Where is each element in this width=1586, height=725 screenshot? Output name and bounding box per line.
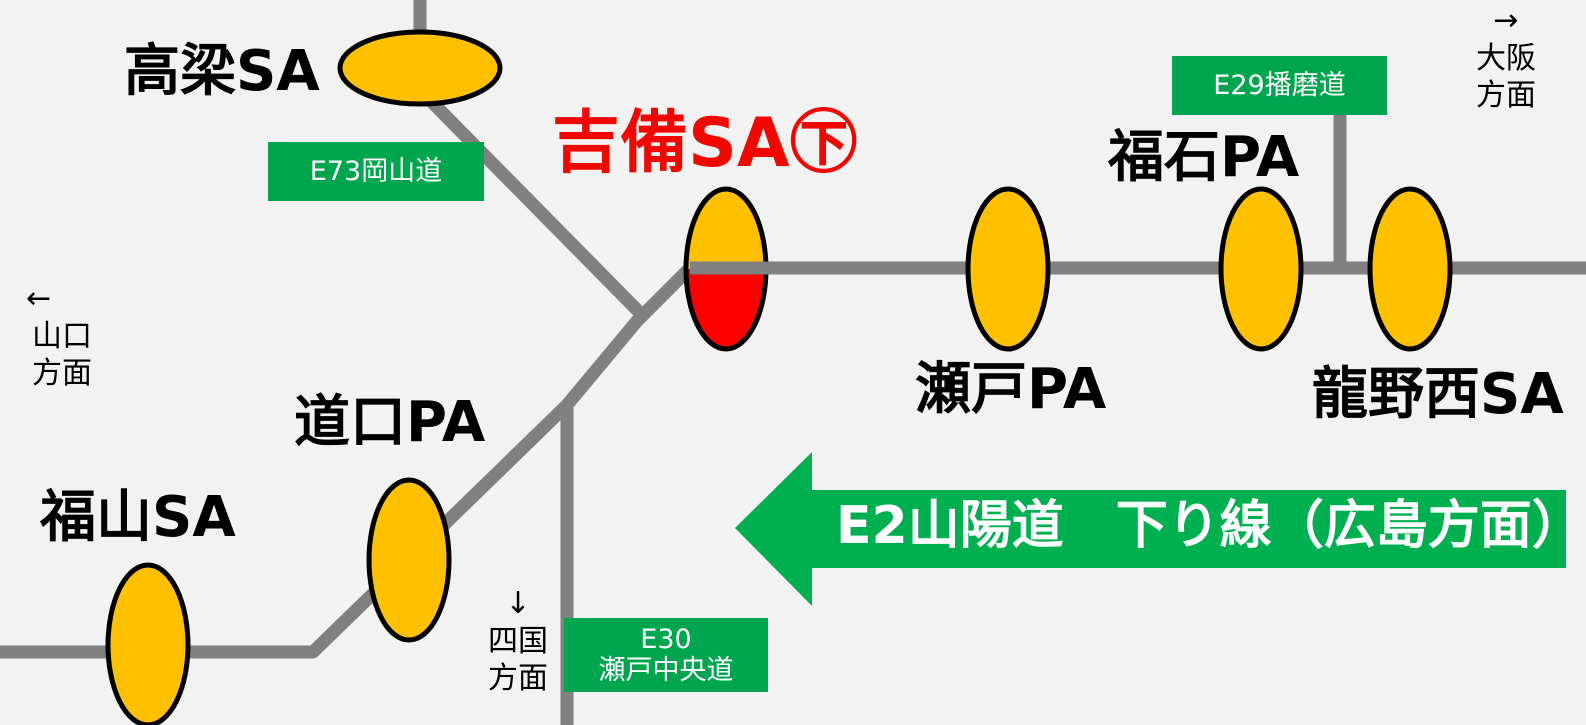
yamaguchi-direction-line1: 山口 bbox=[32, 318, 92, 354]
shikoku-direction-line2: 方面 bbox=[488, 661, 548, 696]
e73-route-sign-text: E73岡山道 bbox=[309, 155, 443, 187]
right-arrow-icon: → bbox=[1493, 3, 1519, 38]
fukuyama-sa-label: 福山SA bbox=[40, 485, 236, 550]
michiguchi-pa-marker bbox=[366, 477, 452, 643]
seto-pa-marker bbox=[965, 186, 1051, 352]
e30-route-sign-line2: 瀬戸中央道 bbox=[598, 655, 734, 686]
takahashi-sa-marker bbox=[337, 29, 503, 107]
e73-route-sign: E73岡山道 bbox=[268, 142, 484, 201]
left-arrow-icon: ← bbox=[26, 281, 52, 316]
tatsunonishi-sa-marker bbox=[1367, 186, 1453, 352]
down-arrow-icon: ↓ bbox=[505, 586, 531, 621]
route-banner-text: E2山陽道 下り線（広島方面） bbox=[836, 496, 1584, 556]
e29-route-sign: E29播磨道 bbox=[1172, 56, 1387, 115]
michiguchi-pa-label: 道口PA bbox=[294, 390, 486, 455]
osaka-direction-line1: 大阪 bbox=[1476, 40, 1536, 76]
yamaguchi-direction-line2: 方面 bbox=[32, 356, 92, 391]
osaka-direction-line2: 方面 bbox=[1476, 78, 1536, 113]
e30-route-sign-line1: E30 bbox=[640, 623, 692, 655]
seto-pa-label: 瀬戸PA bbox=[915, 357, 1107, 422]
fukuishi-pa-label: 福石PA bbox=[1108, 125, 1300, 190]
takahashi-sa-label: 高梁SA bbox=[124, 39, 320, 104]
osaka-direction: → 大阪 方面 bbox=[1470, 2, 1542, 115]
road-e2-west bbox=[0, 263, 695, 659]
e29-route-sign-text: E29播磨道 bbox=[1213, 69, 1346, 101]
tatsunonishi-sa-label: 龍野西SA bbox=[1312, 362, 1564, 427]
shikoku-direction-line1: 四国 bbox=[488, 623, 548, 659]
shikoku-direction: ↓ 四国 方面 bbox=[482, 585, 554, 698]
e30-route-sign: E30 瀬戸中央道 bbox=[564, 618, 768, 692]
kibi-sa-label: 吉備SA㊦ bbox=[552, 104, 858, 183]
yamaguchi-direction: ← 山口 方面 bbox=[26, 280, 98, 393]
route-direction-arrow bbox=[735, 452, 1566, 606]
fukuyama-sa-marker bbox=[105, 562, 191, 725]
fukuishi-pa-marker bbox=[1218, 186, 1304, 352]
